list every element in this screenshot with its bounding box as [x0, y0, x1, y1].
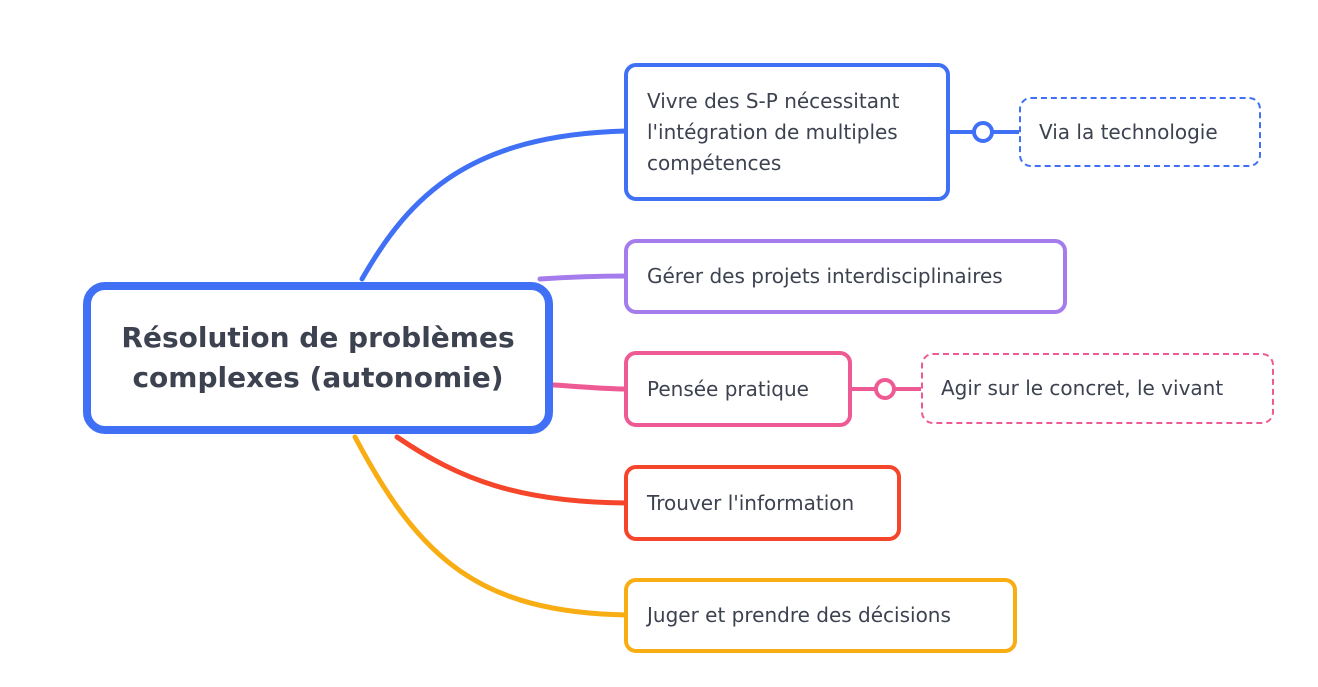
connector-root-to-branch-2: [537, 273, 629, 282]
central-topic[interactable]: Résolution de problèmes complexes (auton…: [83, 282, 553, 434]
subtopic-1[interactable]: Via la technologie: [1019, 97, 1261, 167]
branch-topic-3[interactable]: Pensée pratique: [624, 351, 852, 427]
connector-root-to-branch-5: [352, 434, 629, 618]
subtopic-3-label: Agir sur le concret, le vivant: [941, 376, 1224, 400]
branch-topic-1[interactable]: Vivre des S-P nécessitant l'intégration …: [624, 63, 950, 201]
branch-topic-5[interactable]: Juger et prendre des décisions: [624, 578, 1017, 653]
connector-root-to-branch-4: [394, 434, 629, 506]
junction-dot-branch-3: [874, 378, 896, 400]
central-topic-label: Résolution de problèmes complexes (auton…: [121, 321, 515, 394]
connector-root-to-branch-3: [551, 382, 629, 392]
branch-topic-3-label: Pensée pratique: [647, 376, 809, 401]
connector-root-to-branch-1: [359, 128, 629, 282]
subtopic-1-label: Via la technologie: [1039, 119, 1218, 144]
branch-topic-4-label: Trouver l'information: [647, 490, 855, 515]
branch-topic-5-label: Juger et prendre des décisions: [647, 603, 951, 627]
branch-topic-1-label: Vivre des S-P nécessitant l'intégration …: [647, 88, 900, 175]
branch-topic-4[interactable]: Trouver l'information: [624, 465, 901, 541]
branch-topic-2[interactable]: Gérer des projets interdisciplinaires: [624, 239, 1067, 314]
junction-dot-branch-1: [972, 121, 994, 143]
branch-topic-2-label: Gérer des projets interdisciplinaires: [647, 264, 1003, 288]
subtopic-3[interactable]: Agir sur le concret, le vivant: [921, 353, 1274, 424]
